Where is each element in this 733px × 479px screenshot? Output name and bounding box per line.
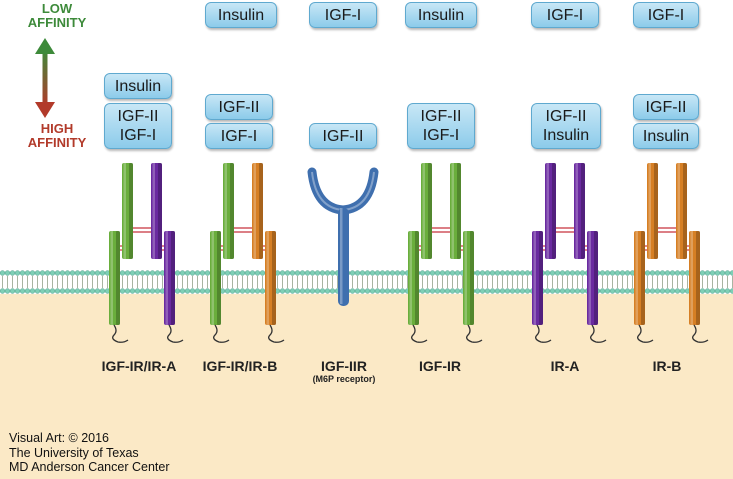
ir-a-alpha-beta-bond-right	[585, 245, 587, 251]
igf-ir-ir-a-beta-left	[109, 231, 120, 325]
affinity-arrow	[35, 38, 55, 118]
credit-text: Visual Art: © 2016 The University of Tex…	[9, 431, 170, 475]
cell-membrane	[0, 270, 733, 294]
ir-b-alpha-right	[676, 163, 687, 259]
ligand-ir-b-top: IGF-I	[633, 2, 699, 28]
receptor-name-ir-a: IR-A	[550, 358, 580, 374]
igf-ir-ir-b-beta-left	[210, 231, 221, 325]
igf-ir-alpha-beta-bond-left	[419, 245, 421, 251]
igf-ir-ir-a-alpha-beta-bond-right	[162, 245, 164, 251]
ir-a-alpha-alpha-bond	[556, 227, 574, 233]
high-affinity-label: HIGH AFFINITY	[17, 122, 97, 150]
ligand-igf-ir-ir-a-2: IGF-II IGF-I	[104, 103, 172, 149]
ir-b-beta-right	[689, 231, 700, 325]
receptor-subname-m6p: (M6P receptor)	[312, 374, 376, 384]
receptor-name-igf-ir-ir-b: IGF-IR/IR-B	[202, 358, 278, 374]
igf-ir-tail-left	[411, 324, 428, 343]
high-affinity-line1: HIGH	[40, 121, 74, 136]
igf-ir-alpha-beta-bond-right	[461, 245, 463, 251]
igf-ir-ir-a-tail-right	[167, 324, 184, 343]
low-affinity-line1: LOW	[41, 1, 73, 16]
igf-ir-ir-b-alpha-right	[252, 163, 263, 259]
ligand-igf-ir-top: Insulin	[405, 2, 477, 28]
igf-ir-ir-a-alpha-alpha-bond	[133, 227, 151, 233]
igf-ir-alpha-alpha-bond	[432, 227, 450, 233]
ir-a-tail-left	[535, 324, 552, 343]
igf-ir-ir-b-tail-left	[213, 324, 230, 343]
ir-a-alpha-right	[574, 163, 585, 259]
igf-ir-ir-b-tail-right	[268, 324, 285, 343]
ligand-ir-a-2: IGF-II Insulin	[531, 103, 601, 149]
ligand-ir-b-3: Insulin	[633, 123, 699, 149]
ligand-igf-ir-ir-b-2: IGF-II	[205, 94, 273, 120]
ir-a-beta-right	[587, 231, 598, 325]
igf-ir-beta-left	[408, 231, 419, 325]
low-affinity-line2: AFFINITY	[27, 15, 87, 30]
igf-iir-receptor	[307, 167, 379, 306]
igf-ir-ir-a-alpha-right	[151, 163, 162, 259]
igf-ir-ir-b-alpha-left	[223, 163, 234, 259]
receptor-name-igf-iir: IGF-IIR	[321, 358, 367, 374]
igf-ir-ir-a-alpha-left	[122, 163, 133, 259]
ir-b-alpha-beta-bond-left	[645, 245, 647, 251]
ir-a-alpha-left	[545, 163, 556, 259]
ir-b-alpha-left	[647, 163, 658, 259]
ligand-igf-ir-ir-a-1: Insulin	[104, 73, 172, 99]
igf-ir-ir-b-alpha-beta-bond-left	[221, 245, 223, 251]
ligand-igf-ir-ir-b-3: IGF-I	[205, 123, 273, 149]
ir-b-beta-left	[634, 231, 645, 325]
ligand-igf-ir-2: IGF-II IGF-I	[407, 103, 475, 149]
ir-b-tail-right	[692, 324, 709, 343]
lipid-bilayer	[0, 270, 733, 294]
receptor-name-igf-ir-ir-a: IGF-IR/IR-A	[101, 358, 177, 374]
ligand-igf-iir-2: IGF-II	[309, 123, 377, 149]
igf-ir-ir-a-beta-right	[164, 231, 175, 325]
ligand-igf-iir-top: IGF-I	[309, 2, 377, 28]
ir-b-tail-left	[637, 324, 654, 343]
receptor-name-igf-ir: IGF-IR	[419, 358, 461, 374]
ir-b-alpha-alpha-bond	[658, 227, 676, 233]
ir-b-alpha-beta-bond-right	[687, 245, 689, 251]
igf-ir-ir-b-alpha-alpha-bond	[234, 227, 252, 233]
ligand-ir-b-2: IGF-II	[633, 94, 699, 120]
igf-ir-alpha-right	[450, 163, 461, 259]
ir-a-beta-left	[532, 231, 543, 325]
credit-line-2: The University of Texas	[9, 445, 139, 460]
low-affinity-label: LOW AFFINITY	[17, 2, 97, 30]
igf-ir-alpha-left	[421, 163, 432, 259]
ir-a-tail-right	[590, 324, 607, 343]
ir-a-alpha-beta-bond-left	[543, 245, 545, 251]
credit-line-3: MD Anderson Cancer Center	[9, 460, 170, 474]
igf-ir-ir-b-beta-right	[265, 231, 276, 325]
credit-line-1: Visual Art: © 2016	[9, 431, 110, 445]
receptor-name-ir-b: IR-B	[652, 358, 682, 374]
ligand-igf-ir-ir-b-top: Insulin	[205, 2, 277, 28]
igf-ir-ir-a-tail-left	[112, 324, 129, 343]
igf-ir-ir-a-alpha-beta-bond-left	[120, 245, 122, 251]
cytoplasm-region	[0, 288, 733, 479]
igf-ir-tail-right	[466, 324, 483, 343]
igf-ir-ir-b-alpha-beta-bond-right	[263, 245, 265, 251]
igf-ir-beta-right	[463, 231, 474, 325]
high-affinity-line2: AFFINITY	[27, 135, 87, 150]
ligand-ir-a-top: IGF-I	[531, 2, 599, 28]
